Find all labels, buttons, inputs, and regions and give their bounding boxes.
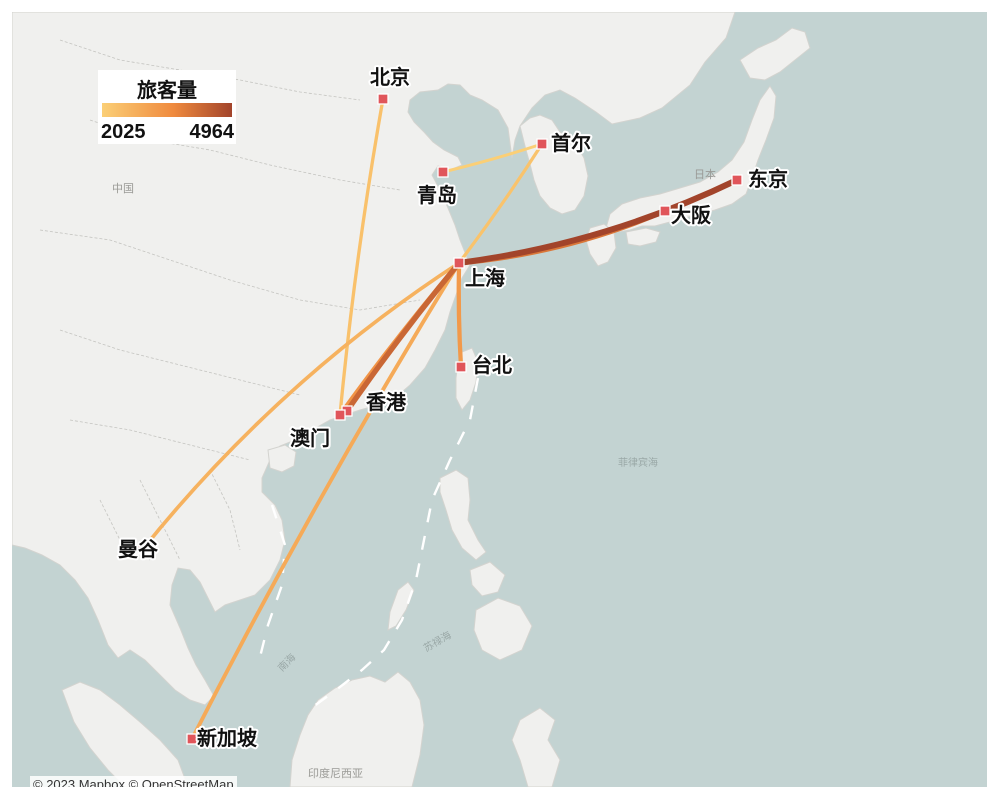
philippines-palawan [387,581,415,631]
city-label-hongkong: 香港 [366,390,407,414]
route-shanghai-seoul[interactable] [457,142,544,265]
admin-borders [39,39,421,561]
japan-hokkaido [739,27,811,81]
japan-shikoku [625,227,661,247]
city-marker-singapore[interactable] [186,733,198,745]
city-label-qingdao: 青岛 [417,183,457,207]
route-shanghai-hongkong[interactable] [344,260,462,414]
route-beijing-macau[interactable] [338,97,385,417]
route-shanghai-bangkok[interactable] [141,261,461,551]
japan-honshu [605,85,777,233]
city-marker-beijing[interactable] [377,93,389,105]
city-marker-shanghai[interactable] [453,257,465,269]
city-label-singapore: 新加坡 [197,726,258,750]
map-canvas[interactable]: 中国 日本 菲律宾海 苏禄海 南海 印度尼西亚 北京首尔青岛东京大阪上海台北香港… [12,12,987,787]
sumatra [61,681,189,787]
route-qingdao-seoul[interactable] [441,142,544,174]
philippines-luzon [439,469,487,561]
city-marker-seoul[interactable] [536,138,548,150]
sulawesi [511,707,561,787]
philippines-visayas [469,561,506,597]
city-marker-bangkok[interactable] [137,543,149,555]
legend-color-ramp [102,103,232,117]
city-label-seoul: 首尔 [551,131,591,155]
legend: 旅客量 2025 4964 [98,70,236,144]
label-philippine-sea: 菲律宾海 [618,456,658,469]
map-view[interactable]: 中国 日本 菲律宾海 苏禄海 南海 印度尼西亚 北京首尔青岛东京大阪上海台北香港… [12,12,987,787]
city-marker-osaka[interactable] [659,205,671,217]
hainan [267,444,297,473]
label-indonesia: 印度尼西亚 [308,766,363,780]
city-marker-macau[interactable] [334,409,346,421]
city-marker-tokyo[interactable] [731,174,743,186]
city-label-shanghai: 上海 [465,266,505,290]
map-attribution[interactable]: © 2023 Mapbox © OpenStreetMap [30,776,237,787]
city-marker-taipei[interactable] [455,361,467,373]
route-shanghai-taipei[interactable] [456,260,464,370]
label-china: 中国 [112,182,134,195]
city-label-beijing: 北京 [370,65,410,89]
city-label-osaka: 大阪 [671,203,712,227]
legend-min-label: 2025 [101,121,146,143]
markers-layer [137,93,743,745]
legend-max-label: 4964 [189,121,235,143]
route-shanghai-singapore[interactable] [190,261,461,741]
philippines-mindanao [473,597,533,661]
label-japan: 日本 [694,167,716,181]
route-shanghai-tokyo[interactable] [456,177,740,266]
maritime-line-west [256,504,287,666]
legend-title: 旅客量 [137,78,197,102]
city-label-macau: 澳门 [290,426,330,450]
city-marker-qingdao[interactable] [437,166,449,178]
city-label-taipei: 台北 [472,353,512,377]
borneo [289,671,425,787]
city-label-bangkok: 曼谷 [118,537,159,561]
routes-layer [141,97,740,741]
city-label-tokyo: 东京 [748,167,788,191]
